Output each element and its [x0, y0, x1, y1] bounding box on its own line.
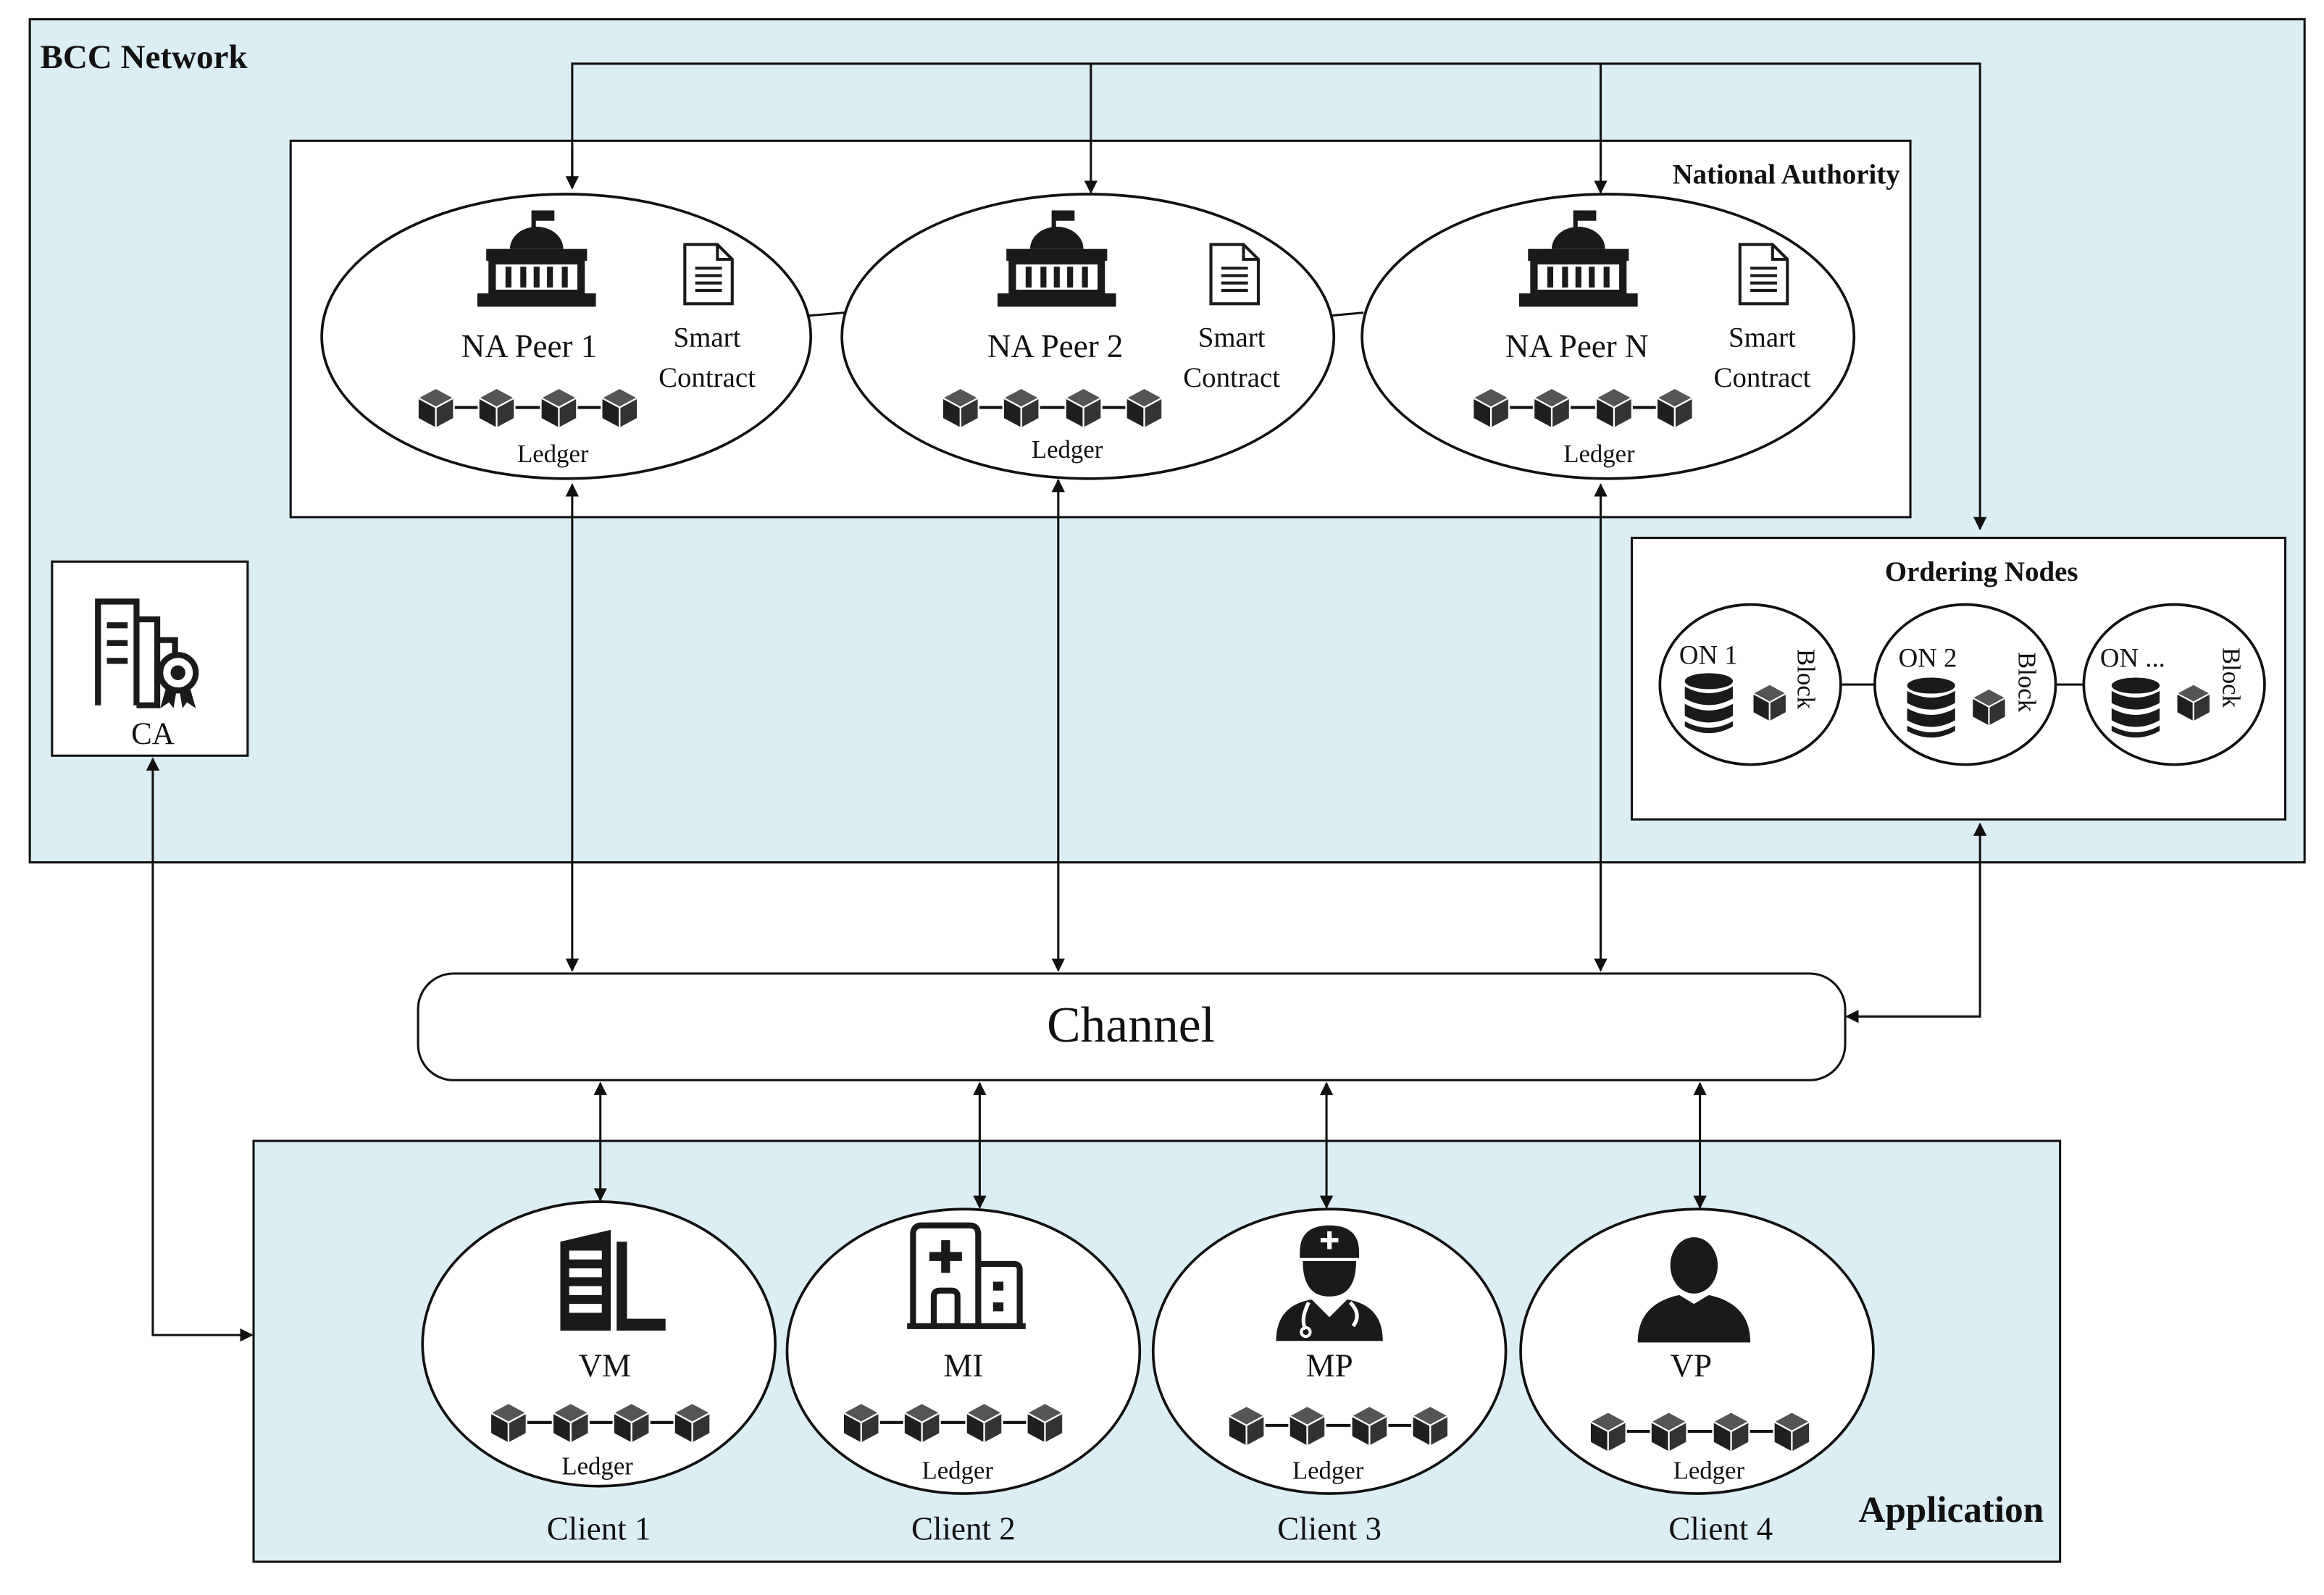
block-cube-icon	[2175, 683, 2212, 723]
application-title: Application	[1858, 1489, 2044, 1531]
ledger-block-icon	[1411, 1404, 1450, 1447]
ledger-label: Ledger	[1563, 440, 1635, 468]
channel-label: Channel	[1047, 997, 1215, 1053]
ledger-block-icon	[1589, 1411, 1627, 1453]
ordering-nodes-title: Ordering Nodes	[1885, 556, 2078, 587]
ledger-block-icon	[1026, 1402, 1064, 1444]
channel-bar	[417, 972, 1847, 1081]
ordering-node-name: ON 1	[1679, 640, 1738, 669]
ledger-block-icon	[1712, 1411, 1750, 1453]
ledger-block-icon	[551, 1402, 590, 1444]
client-role: VP	[1671, 1347, 1713, 1383]
ledger-block-icon	[1125, 387, 1163, 430]
na-peer-1: NA Peer 1 Smart Contract Ledger	[320, 193, 813, 480]
block-cube-icon	[1752, 683, 1788, 723]
ordering-nodes-box: Ordering Nodes ON 1 Block ON 2 Block ON …	[1630, 537, 2287, 821]
ledger-block-icon	[1227, 1404, 1266, 1447]
ordering-node-name: ON ...	[2100, 643, 2165, 673]
client-label: Client 2	[911, 1510, 1016, 1546]
na-peer-2: NA Peer 2 Smart Contract Ledger	[840, 193, 1336, 480]
client-label: Client 4	[1668, 1510, 1773, 1546]
block-label: Block	[1792, 649, 1821, 710]
ledger-block-icon	[1288, 1404, 1326, 1447]
smart-contract-label-line2: Contract	[1714, 362, 1811, 393]
smart-contract-label-line2: Contract	[1183, 362, 1280, 393]
bcc-network-title: BCC Network	[40, 38, 248, 76]
ledger-label: Ledger	[1673, 1457, 1745, 1485]
national-authority-title: National Authority	[1673, 159, 1901, 191]
smart-contract-label-line1: Smart	[1729, 322, 1796, 353]
ledger-block-icon	[477, 387, 516, 430]
ledger-block-icon	[1532, 387, 1571, 430]
ledger-block-icon	[1472, 387, 1510, 430]
ledger-block-icon	[1655, 387, 1694, 430]
client-2: MI Ledger Client 2	[785, 1207, 1142, 1546]
ledger-block-icon	[673, 1402, 711, 1444]
ordering-node-1: ON 1 Block	[1658, 603, 1842, 766]
ledger-block-icon	[1773, 1411, 1811, 1453]
ledger-block-icon	[842, 1402, 880, 1444]
ordering-node-3: ON ... Block	[2082, 603, 2266, 766]
na-peer-name: NA Peer 1	[461, 328, 597, 364]
client-role: MI	[943, 1347, 983, 1383]
smart-contract-document-icon	[1740, 245, 1787, 304]
ledger-block-icon	[903, 1402, 941, 1444]
ca-application-connector	[146, 757, 254, 1342]
ledger-block-icon	[612, 1402, 651, 1444]
ledger-block-icon	[540, 387, 578, 430]
ledger-label: Ledger	[517, 440, 589, 468]
client-role: MP	[1306, 1347, 1353, 1383]
ca-label: CA	[131, 717, 175, 751]
ledger-label: Ledger	[1292, 1457, 1364, 1485]
peer-channel-connectors	[565, 478, 1987, 1023]
na-peer-name: NA Peer N	[1505, 328, 1648, 364]
smart-contract-document-icon	[685, 245, 732, 304]
channel-client-connectors	[593, 1081, 1707, 1210]
ledger-label: Ledger	[1032, 435, 1103, 464]
client-label: Client 1	[547, 1510, 651, 1546]
ledger-block-icon	[941, 387, 979, 430]
client-4: VP Ledger Client 4	[1519, 1207, 1875, 1546]
ledger-block-icon	[1002, 387, 1040, 430]
smart-contract-label-line1: Smart	[674, 322, 741, 353]
ledger-label: Ledger	[561, 1452, 633, 1480]
ledger-block-icon	[601, 387, 639, 430]
client-label: Client 3	[1277, 1510, 1382, 1546]
smart-contract-label-line1: Smart	[1198, 322, 1266, 353]
ordering-node-name: ON 2	[1899, 643, 1957, 673]
block-label: Block	[2218, 648, 2246, 708]
ledger-label: Ledger	[921, 1457, 993, 1485]
ledger-block-icon	[1064, 387, 1103, 430]
na-peer-name: NA Peer 2	[987, 328, 1123, 364]
block-label: Block	[2012, 652, 2041, 713]
smart-contract-label-line2: Contract	[659, 362, 756, 393]
client-3: MP Ledger Client 3	[1151, 1207, 1508, 1546]
client-1: VM Ledger Client 1	[421, 1200, 777, 1546]
smart-contract-document-icon	[1211, 245, 1258, 304]
ca-box: CA	[51, 560, 249, 757]
client-role: VM	[579, 1347, 632, 1383]
ledger-block-icon	[1350, 1404, 1389, 1447]
ledger-block-icon	[417, 387, 455, 430]
ledger-block-icon	[1594, 387, 1633, 430]
ledger-block-icon	[965, 1402, 1003, 1444]
ledger-block-icon	[489, 1402, 527, 1444]
ordering-node-2: ON 2 Block	[1873, 603, 2057, 766]
top-bus-connector	[565, 62, 1987, 531]
block-cube-icon	[1971, 687, 2007, 727]
ledger-block-icon	[1650, 1411, 1688, 1453]
na-peer-n: NA Peer N Smart Contract Ledger	[1360, 193, 1856, 480]
